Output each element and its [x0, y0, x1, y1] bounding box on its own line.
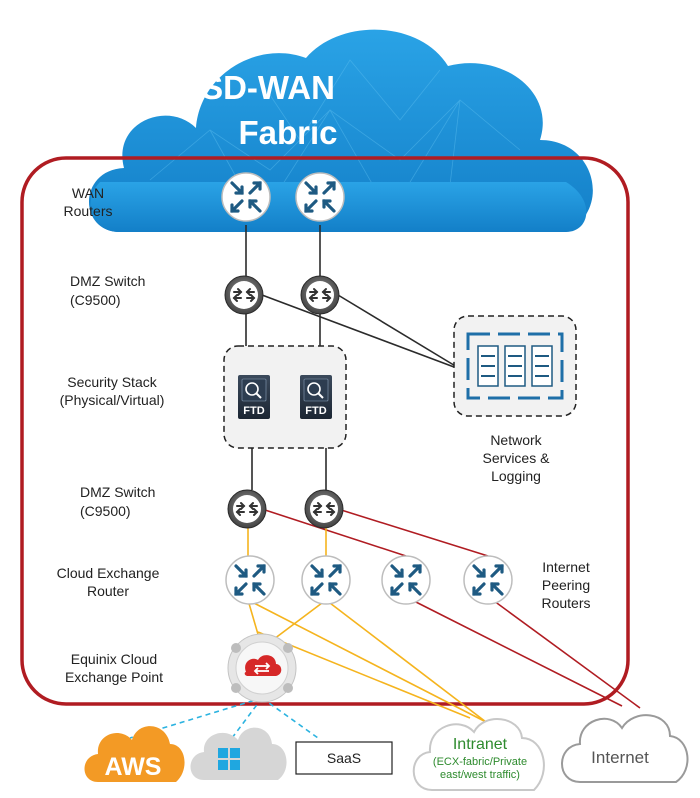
label-equinix-cloud-exchange: Equinix Cloud Exchange Point	[65, 651, 163, 685]
aws-cloud-icon[interactable]: AWS	[84, 726, 185, 782]
svg-text:(C9500): (C9500)	[70, 292, 121, 308]
sd-wan-cloud: SD-WAN Fabric	[88, 29, 593, 233]
label-security-stack: Security Stack (Physical/Virtual)	[60, 374, 165, 408]
firewall-icon[interactable]: FTD	[238, 375, 270, 419]
internet-peering-router-icon[interactable]	[462, 554, 514, 606]
svg-text:Services &: Services &	[483, 450, 551, 466]
svg-text:Logging: Logging	[491, 468, 541, 484]
cloud-exchange-router-icon[interactable]	[224, 554, 276, 606]
label-network-services: Network Services & Logging	[483, 432, 551, 484]
dmz-switch-icon[interactable]	[224, 275, 264, 315]
svg-text:Routers: Routers	[541, 595, 590, 611]
security-stack-box	[223, 345, 347, 449]
svg-text:WAN: WAN	[72, 185, 104, 201]
svg-text:Peering: Peering	[542, 577, 590, 593]
links-red	[261, 508, 641, 709]
svg-text:Equinix Cloud: Equinix Cloud	[71, 651, 157, 667]
svg-text:Cloud Exchange: Cloud Exchange	[57, 565, 160, 581]
saas-box[interactable]: SaaS	[295, 741, 393, 775]
intranet-cloud-icon[interactable]: Intranet (ECX-fabric/Private east/west t…	[412, 718, 545, 791]
svg-text:Router: Router	[87, 583, 129, 599]
intranet-title: Intranet	[453, 736, 508, 753]
label-dmz-switch-top: DMZ Switch (C9500)	[70, 273, 145, 308]
datacenter-boundary	[20, 156, 630, 706]
svg-text:Exchange Point: Exchange Point	[65, 669, 163, 685]
svg-text:(C9500): (C9500)	[80, 503, 131, 519]
aws-label: AWS	[105, 753, 162, 781]
wan-router-icon[interactable]	[220, 171, 272, 223]
svg-text:DMZ Switch: DMZ Switch	[80, 484, 155, 500]
azure-cloud-icon[interactable]	[190, 727, 287, 780]
label-cloud-exchange-router: Cloud Exchange Router	[57, 565, 160, 599]
saas-label: SaaS	[327, 750, 361, 766]
svg-text:DMZ Switch: DMZ Switch	[70, 273, 145, 289]
internet-cloud-icon[interactable]: Internet	[561, 714, 689, 783]
server-rack-icon[interactable]	[466, 332, 564, 400]
internet-peering-router-icon[interactable]	[380, 554, 432, 606]
intranet-sub-1: (ECX-fabric/Private	[433, 756, 527, 768]
wan-router-icon[interactable]	[294, 171, 346, 223]
svg-text:Routers: Routers	[63, 203, 112, 219]
svg-text:(Physical/Virtual): (Physical/Virtual)	[60, 392, 165, 408]
cloud-title-line1: SD-WAN	[201, 69, 335, 106]
intranet-sub-2: east/west traffic)	[440, 769, 520, 781]
label-internet-peering: Internet Peering Routers	[541, 559, 590, 611]
svg-text:Internet: Internet	[542, 559, 590, 575]
dmz-switch-icon[interactable]	[227, 489, 267, 529]
firewall-icon[interactable]: FTD	[300, 375, 332, 419]
links-cyan	[129, 697, 319, 739]
cloud-title-line2: Fabric	[238, 114, 337, 151]
firewall-label: FTD	[305, 405, 326, 417]
links-black	[245, 225, 463, 490]
dmz-switch-icon[interactable]	[300, 275, 340, 315]
cloud-exchange-router-icon[interactable]	[300, 554, 352, 606]
svg-text:Network: Network	[490, 432, 542, 448]
dmz-switch-icon[interactable]	[304, 489, 344, 529]
label-dmz-switch-bottom: DMZ Switch (C9500)	[80, 484, 155, 519]
internet-label: Internet	[591, 748, 649, 767]
windows-icon	[218, 748, 240, 770]
svg-text:Security Stack: Security Stack	[67, 374, 157, 390]
label-wan-routers: WAN Routers	[63, 185, 112, 219]
equinix-exchange-icon[interactable]	[227, 633, 297, 703]
firewall-label: FTD	[243, 405, 264, 417]
